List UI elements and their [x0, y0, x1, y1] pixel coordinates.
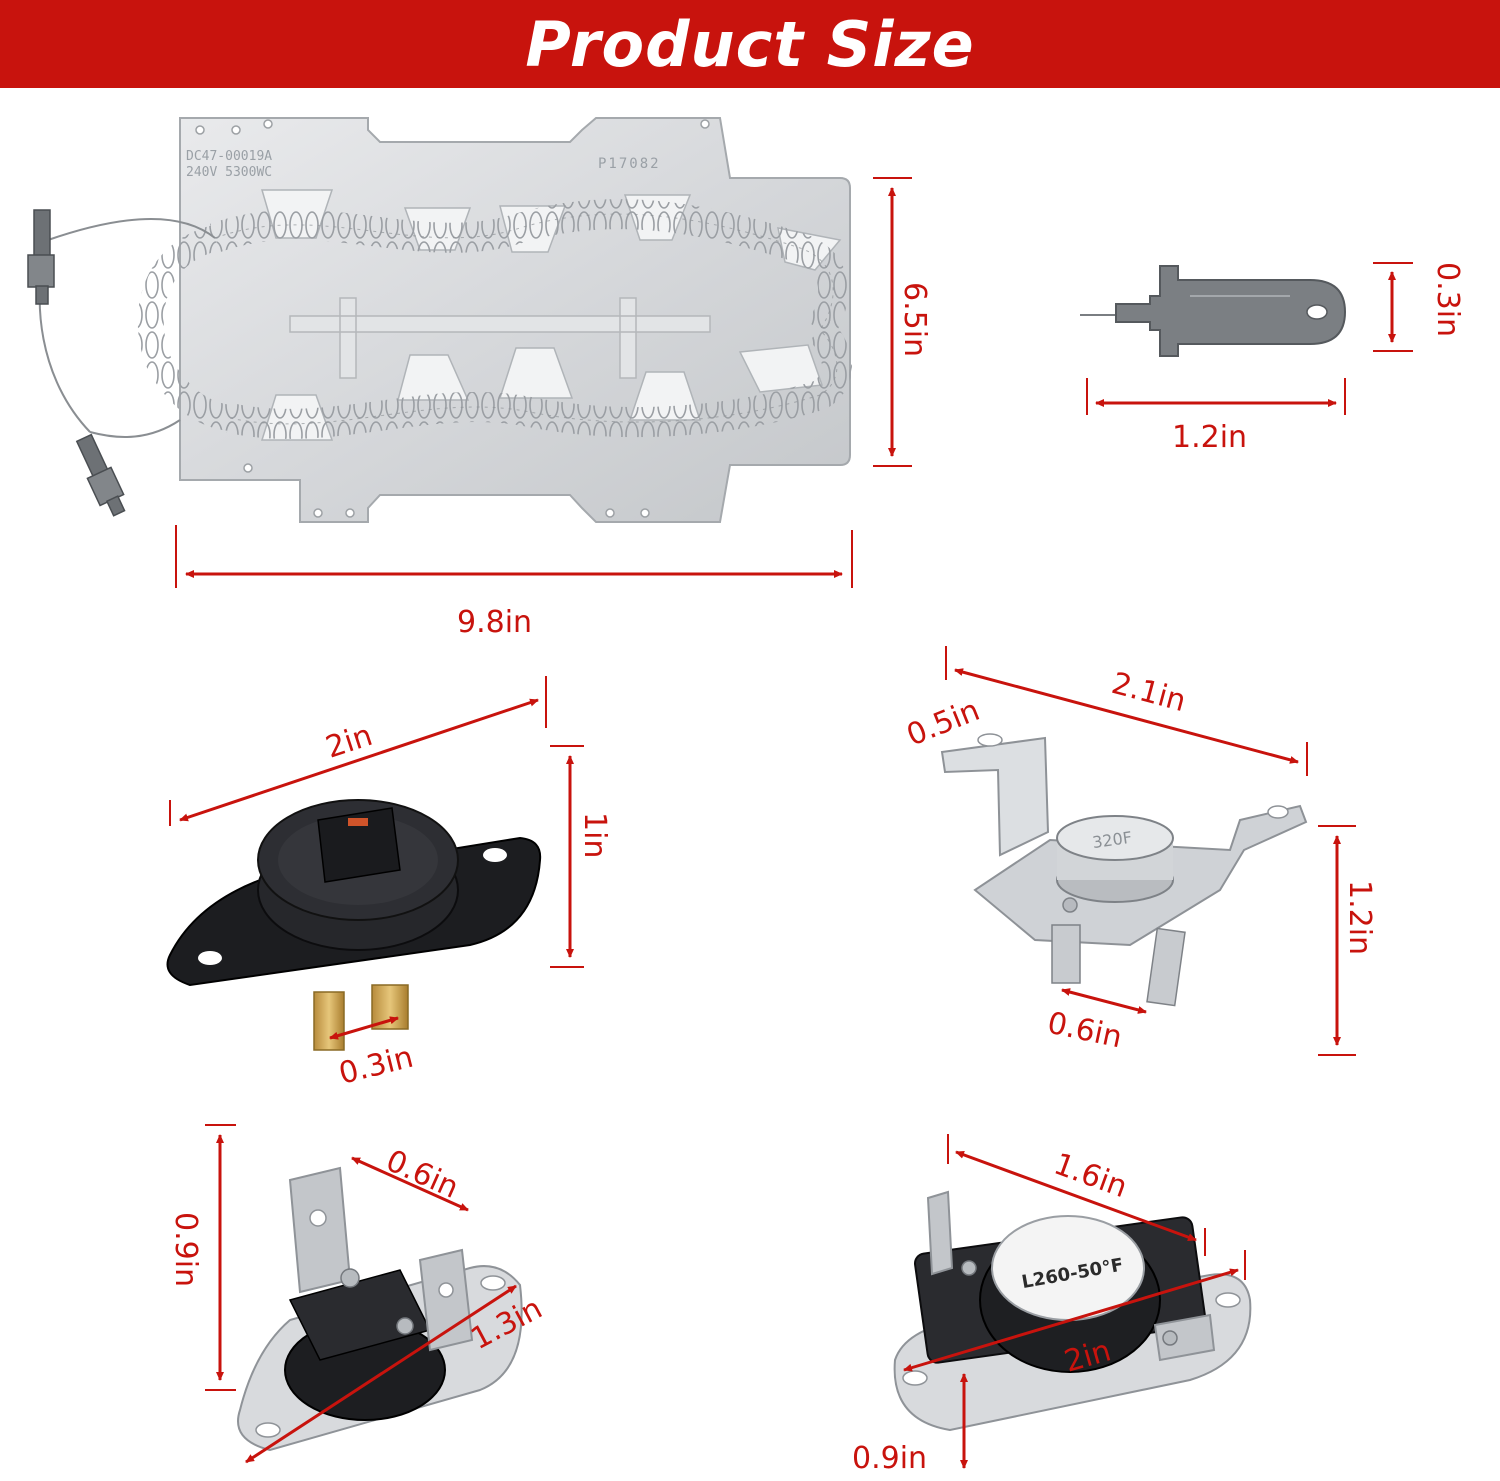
black-thermostat-height-dimension: 1in [550, 745, 612, 968]
title-banner: Product Size [0, 0, 1500, 88]
heater-width-dimension: 9.8in [175, 525, 853, 640]
terminal-height-label: 0.3in [1430, 262, 1465, 337]
plate-code: P17082 [598, 156, 661, 172]
limit-thermostat-height-dimension: 0.9in [852, 1373, 968, 1476]
black-thermostat-height-label: 1in [577, 812, 612, 858]
small-thermostat-terminal-label: 0.6in [381, 1143, 464, 1206]
plate-part-number: DC47-00019A [186, 149, 272, 164]
bracket-width-label: 2.1in [1108, 666, 1190, 719]
terminal-width-dimension: 1.2in [1086, 378, 1346, 455]
black-thermostat-gap-label: 0.3in [335, 1040, 416, 1092]
small-thermostat-height-label: 0.9in [168, 1212, 203, 1287]
plate-rating: 240V 5300WC [186, 165, 272, 180]
bracket-gap-label: 0.6in [1044, 1006, 1125, 1056]
heater-height-label: 6.5in [897, 282, 932, 357]
small-thermostat-height-dimension: 0.9in [168, 1124, 236, 1391]
heater-element: DC47-00019A 240V 5300WC P17082 [27, 117, 852, 523]
heater-connector-bottom [75, 433, 126, 517]
bracket-thermal-fuse: 320F [940, 733, 1308, 1007]
heater-height-dimension: 6.5in [873, 177, 932, 467]
terminal-width-label: 1.2in [1172, 420, 1247, 455]
bracket-height-label: 1.2in [1342, 880, 1377, 955]
limit-thermostat-top-label: 1.6in [1049, 1147, 1132, 1206]
bracket-gap-dimension: 0.6in [1044, 988, 1147, 1056]
banner-title: Product Size [525, 7, 975, 81]
heater-width-label: 9.8in [457, 605, 532, 640]
heater-connector-top [27, 209, 55, 305]
limit-thermostat-height-label: 0.9in [852, 1441, 927, 1476]
spade-terminal [1080, 265, 1347, 357]
black-thermostat [166, 799, 542, 1051]
bracket-height-dimension: 1.2in [1318, 825, 1377, 1056]
black-thermostat-width-label: 2in [322, 718, 377, 766]
limit-thermostat: L260-50°F [893, 1190, 1252, 1432]
bracket-hole-label: 0.5in [902, 693, 985, 754]
small-thermostat-terminal-dimension: 0.6in [351, 1143, 469, 1212]
terminal-height-dimension: 0.3in [1373, 262, 1465, 352]
